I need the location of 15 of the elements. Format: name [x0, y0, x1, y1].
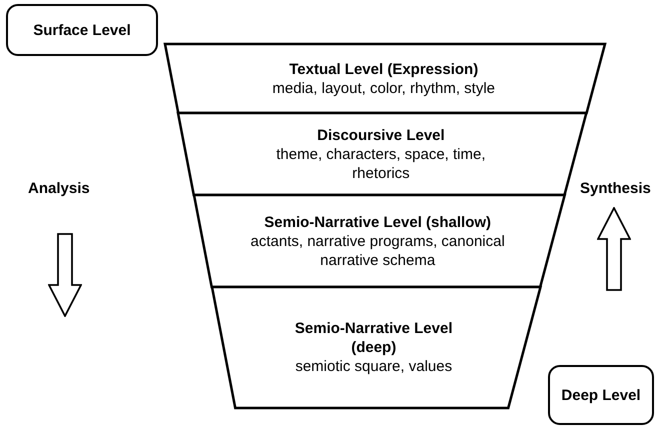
band-title: Semio-Narrative Level (deep) — [294, 319, 454, 357]
direction-label: Synthesis — [580, 180, 651, 197]
funnel-band — [165, 44, 605, 113]
funnel-band — [194, 195, 565, 287]
level-box: Deep Level — [548, 365, 654, 425]
band-description: semiotic square, values — [295, 357, 452, 376]
band-title: Textual Level (Expression) — [289, 60, 478, 78]
level-box: Surface Level — [6, 4, 158, 56]
band-title: Semio-Narrative Level (shallow) — [264, 212, 492, 232]
direction-label: Analysis — [28, 180, 90, 197]
band-description: media, layout, color, rhythm, style — [272, 78, 496, 98]
band-description: actants, narrative programs, canonical narrative schema — [250, 232, 506, 270]
band-title: Discoursive Level — [317, 126, 445, 144]
funnel-band — [212, 287, 540, 408]
band-description: theme, characters, space, time, rhetorics — [275, 144, 487, 182]
